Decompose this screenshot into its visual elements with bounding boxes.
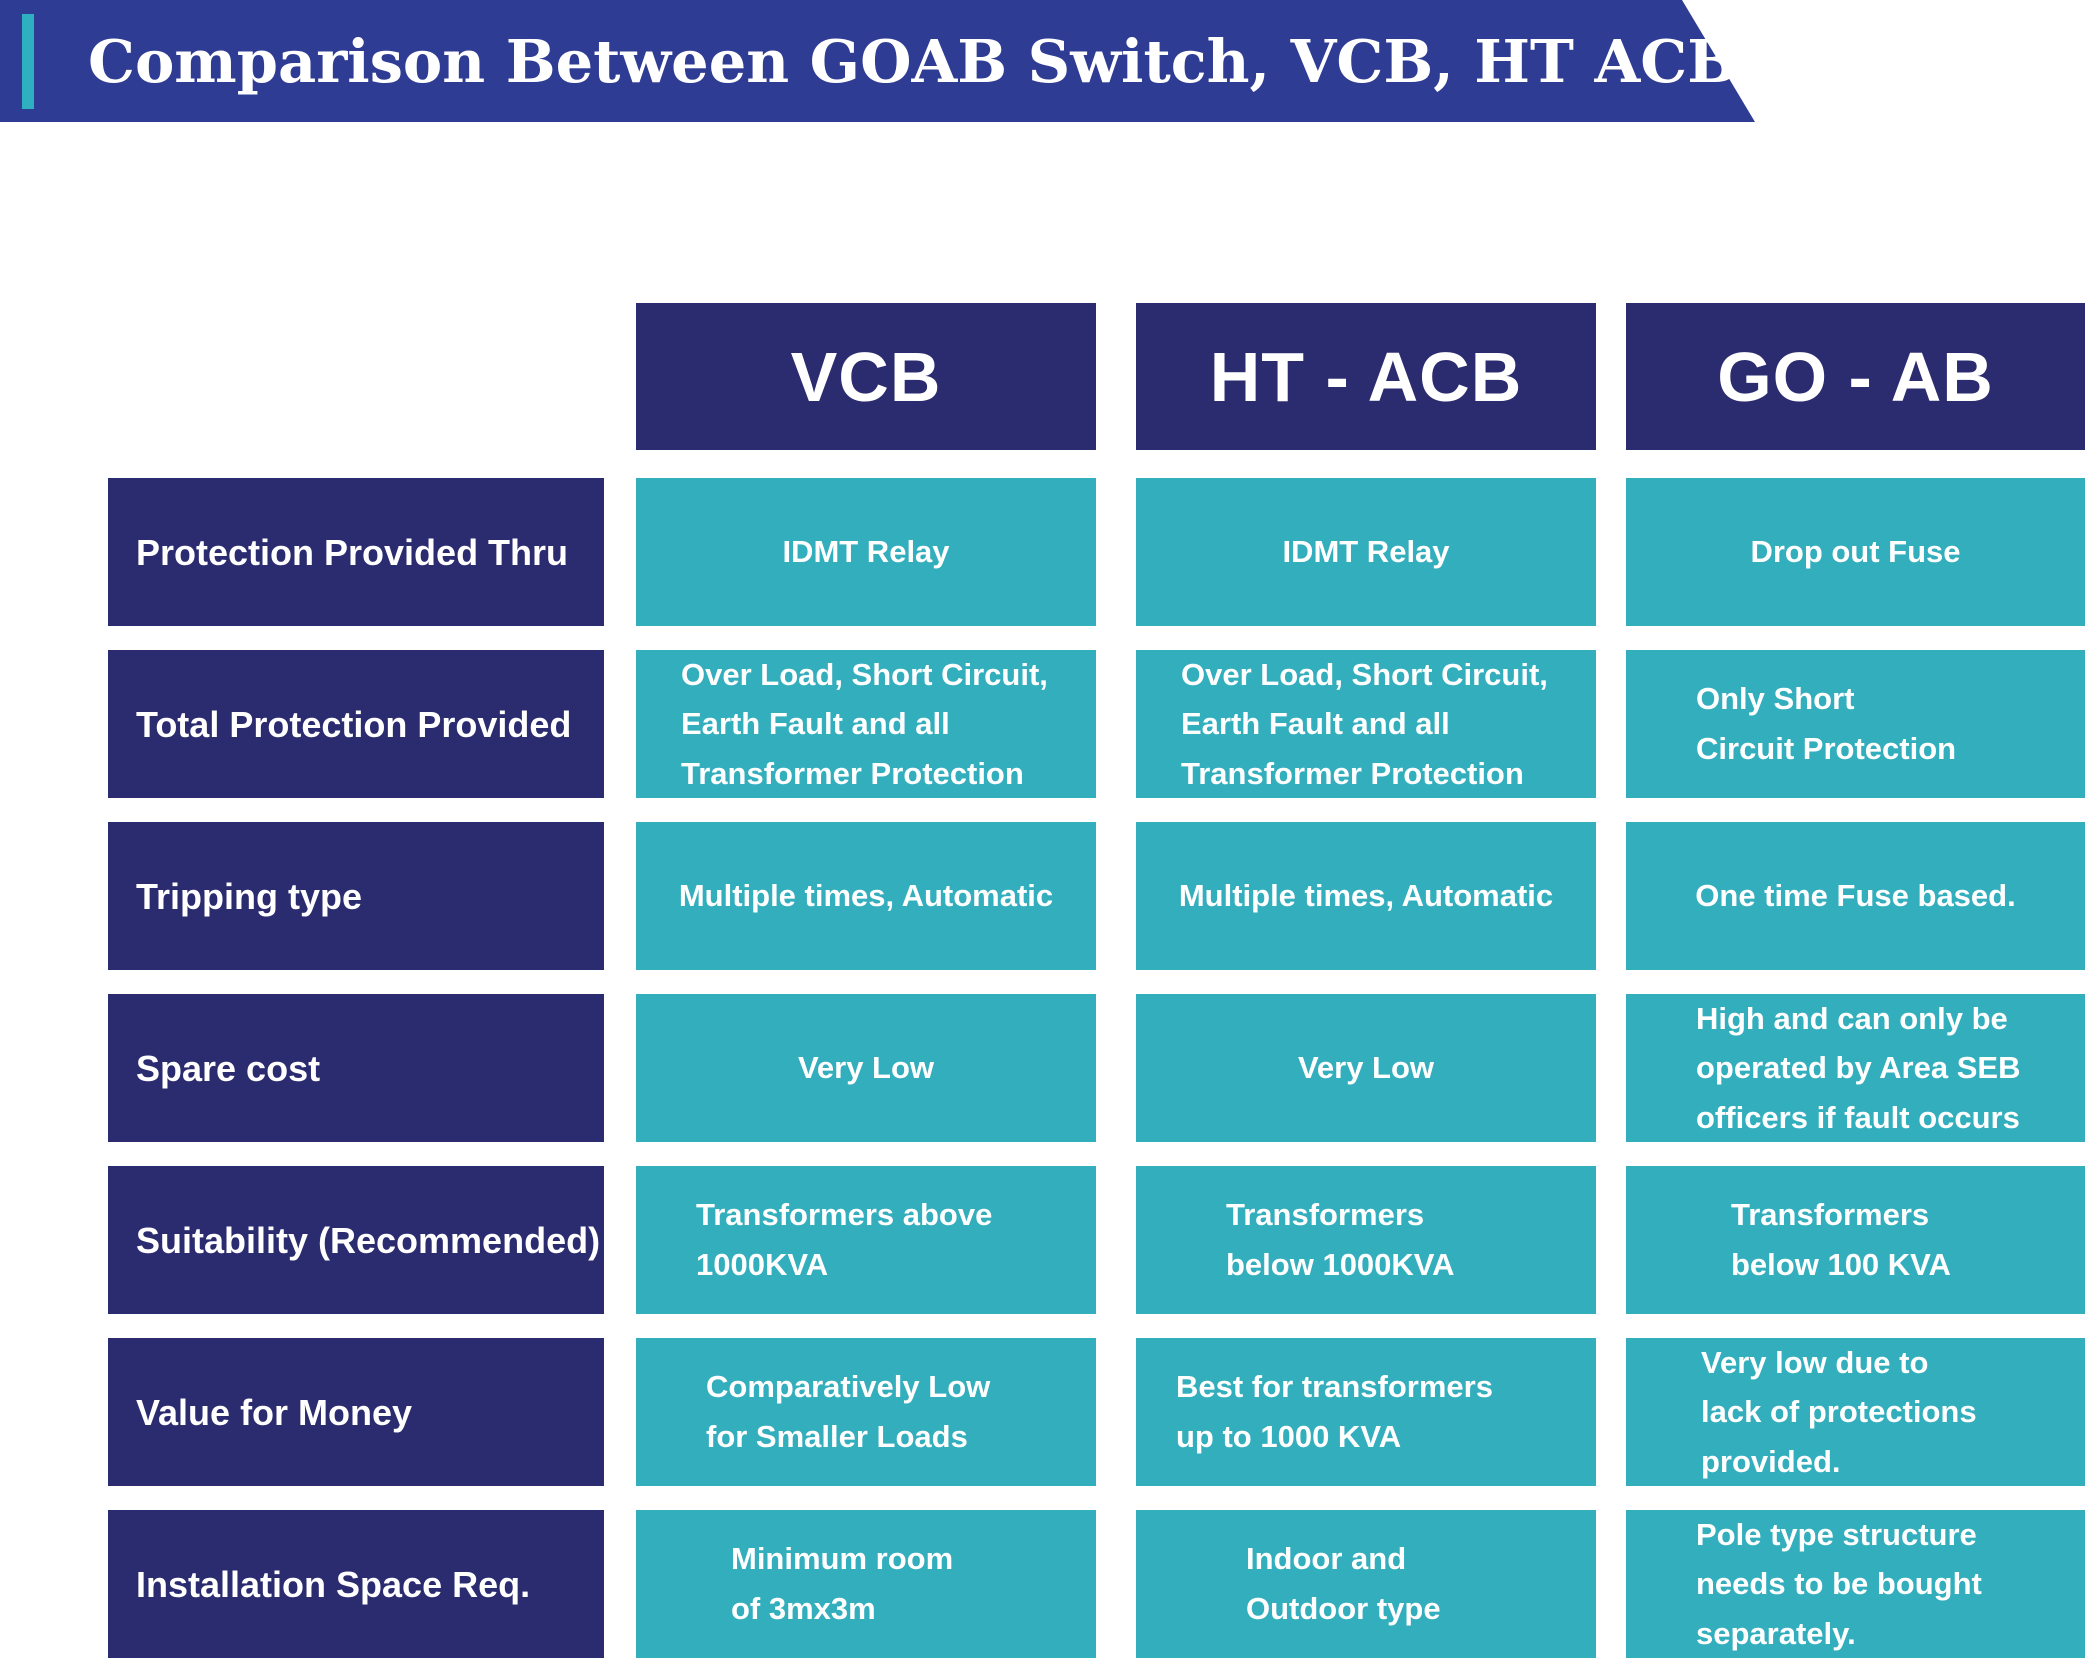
cell-protection-go-ab: Drop out Fuse (1626, 478, 2085, 626)
cell-text: Best for transformers up to 1000 KVA (1176, 1369, 1493, 1454)
cell-tripping-go-ab: One time Fuse based. (1626, 822, 2085, 970)
cell-suitability-go-ab: Transformers below 100 KVA (1626, 1166, 2085, 1314)
row-label-tripping-type: Tripping type (108, 822, 604, 970)
cell-text: IDMT Relay (1282, 534, 1450, 570)
column-header-ht-acb: HT - ACB (1136, 303, 1596, 450)
cell-text: Comparatively Low for Smaller Loads (706, 1369, 991, 1454)
row-label-text: Installation Space Req. (136, 1563, 531, 1605)
cell-value-vcb: Comparatively Low for Smaller Loads (636, 1338, 1096, 1486)
cell-spare-cost-ht-acb: Very Low (1136, 994, 1596, 1142)
cell-text: Over Load, Short Circuit, Earth Fault an… (1181, 656, 1548, 791)
cell-value-go-ab: Very low due to lack of protections prov… (1626, 1338, 2085, 1486)
cell-text: Multiple times, Automatic (678, 878, 1054, 914)
row-label-text: Total Protection Provided (136, 703, 572, 745)
page-title: Comparison Between GOAB Switch, VCB, HT … (88, 26, 1738, 96)
row-label-installation-space: Installation Space Req. (108, 1510, 604, 1658)
row-label-suitability: Suitability (Recommended) (108, 1166, 604, 1314)
cell-suitability-vcb: Transformers above 1000KVA (636, 1166, 1096, 1314)
cell-text: Only Short Circuit Protection (1696, 681, 1957, 766)
cell-spare-cost-go-ab: High and can only be operated by Area SE… (1626, 994, 2085, 1142)
cell-text: Transformers above 1000KVA (696, 1197, 993, 1282)
row-label-text: Value for Money (136, 1391, 413, 1433)
cell-text: One time Fuse based. (1695, 878, 2016, 914)
cell-suitability-ht-acb: Transformers below 1000KVA (1136, 1166, 1596, 1314)
column-header-label: VCB (790, 337, 942, 416)
cell-text: IDMT Relay (782, 534, 950, 570)
column-header-vcb: VCB (636, 303, 1096, 450)
row-label-text: Suitability (Recommended) (136, 1219, 601, 1261)
cell-text: Drop out Fuse (1750, 534, 1961, 570)
row-label-text: Tripping type (136, 875, 363, 917)
cell-text: Multiple times, Automatic (1178, 878, 1554, 914)
cell-text: Minimum room of 3mx3m (731, 1541, 954, 1626)
cell-total-protection-vcb: Over Load, Short Circuit, Earth Fault an… (636, 650, 1096, 798)
title-banner (0, 0, 1755, 122)
cell-spare-cost-vcb: Very Low (636, 994, 1096, 1142)
cell-protection-vcb: IDMT Relay (636, 478, 1096, 626)
row-label-text: Protection Provided Thru (136, 531, 569, 573)
column-header-go-ab: GO - AB (1626, 303, 2085, 450)
cell-text: High and can only be operated by Area SE… (1696, 1000, 2021, 1135)
cell-total-protection-ht-acb: Over Load, Short Circuit, Earth Fault an… (1136, 650, 1596, 798)
cell-tripping-ht-acb: Multiple times, Automatic (1136, 822, 1596, 970)
row-label-value-for-money: Value for Money (108, 1338, 604, 1486)
cell-text: Transformers below 1000KVA (1226, 1197, 1455, 1282)
cell-text: Very Low (797, 1050, 935, 1086)
cell-protection-ht-acb: IDMT Relay (1136, 478, 1596, 626)
cell-text: Very Low (1297, 1050, 1435, 1086)
cell-text: Transformers below 100 KVA (1731, 1197, 1951, 1282)
cell-total-protection-go-ab: Only Short Circuit Protection (1626, 650, 2085, 798)
cell-installation-vcb: Minimum room of 3mx3m (636, 1510, 1096, 1658)
row-label-text: Spare cost (136, 1047, 321, 1089)
cell-installation-ht-acb: Indoor and Outdoor type (1136, 1510, 1596, 1658)
column-header-label: GO - AB (1717, 337, 1994, 416)
row-label-spare-cost: Spare cost (108, 994, 604, 1142)
cell-value-ht-acb: Best for transformers up to 1000 KVA (1136, 1338, 1596, 1486)
cell-text: Very low due to lack of protections prov… (1701, 1344, 1977, 1479)
row-label-protection-provided-thru: Protection Provided Thru (108, 478, 604, 626)
column-header-label: HT - ACB (1209, 337, 1523, 416)
cell-text: Over Load, Short Circuit, Earth Fault an… (681, 656, 1048, 791)
cell-tripping-vcb: Multiple times, Automatic (636, 822, 1096, 970)
row-label-total-protection-provided: Total Protection Provided (108, 650, 604, 798)
cell-installation-go-ab: Pole type structure needs to be bought s… (1626, 1510, 2085, 1658)
title-accent-bar (22, 14, 34, 109)
cell-text: Indoor and Outdoor type (1246, 1541, 1441, 1626)
cell-text: Pole type structure needs to be bought s… (1696, 1516, 1982, 1651)
